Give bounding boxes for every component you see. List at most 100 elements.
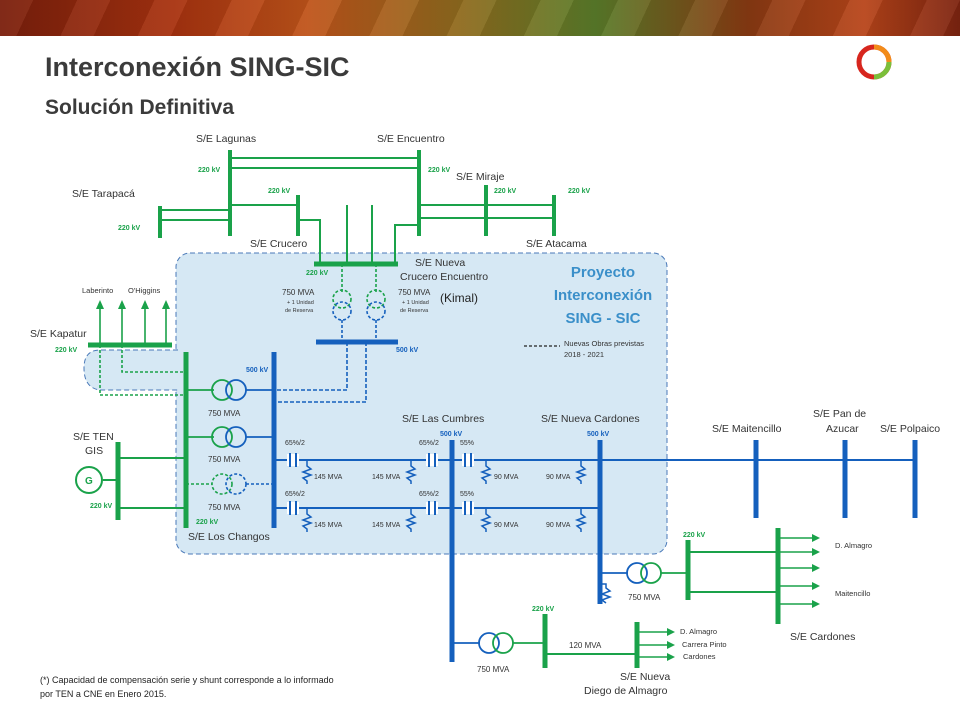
label-diego-almagro-1: S/E Nueva: [620, 671, 670, 683]
kv-label-nueva-crucero: 220 kV: [306, 270, 329, 277]
project-title-2: Interconexión: [554, 287, 652, 304]
comp-mva-7: 90 MVA: [494, 522, 519, 529]
label-nueva-crucero-1: S/E Nueva: [415, 257, 465, 269]
label-ten-gis-2: GIS: [85, 445, 103, 457]
transformer-changos-1a: [211, 379, 233, 401]
kv-label-ten-gis: 220 kV: [90, 503, 113, 510]
comp-mva-1: 145 MVA: [314, 474, 343, 481]
reactor-6: [404, 508, 418, 532]
generator-label: G: [85, 476, 93, 487]
kv-label-tarapaca: 220 kV: [118, 225, 141, 232]
kv-label-kimal-500: 500 kV: [396, 347, 419, 354]
kv-label-kapatur: 220 kV: [55, 347, 78, 354]
header-banner-texture: [0, 0, 960, 36]
mva-cardones: 750 MVA: [628, 593, 661, 602]
kv-label-changos-220: 220 kV: [196, 519, 219, 526]
project-title-1: Proyecto: [571, 264, 635, 281]
transformer-changos-3a: [211, 473, 233, 495]
mva-changos-3: 750 MVA: [208, 503, 241, 512]
kv-label-diego-almagro: 220 kV: [532, 606, 555, 613]
kv-label-cardones-500: 500 kV: [587, 431, 610, 438]
project-title-3: SING - SIC: [565, 310, 640, 327]
reactor-2: [404, 460, 418, 484]
reactor-9: [599, 583, 613, 604]
label-atacama: S/E Atacama: [526, 238, 587, 250]
branch-laberinto: Laberinto: [82, 286, 113, 295]
transformer-cardones-b: [640, 562, 662, 584]
company-logo: [856, 44, 892, 80]
transformer-almagro-a: [478, 632, 500, 654]
comp-pct-6: 55%: [460, 491, 474, 498]
kv-label-cardones: 220 kV: [683, 532, 706, 539]
label-tarapaca: S/E Tarapacá: [72, 188, 135, 200]
kapatur-project-lobe: [83, 349, 178, 391]
mva-almagro: 750 MVA: [477, 665, 510, 674]
kv-label-lagunas: 220 kV: [198, 167, 221, 174]
kv-label-atacama: 220 kV: [568, 188, 591, 195]
branch-d-almagro: D. Almagro: [680, 627, 717, 636]
label-maitencillo: S/E Maitencillo: [712, 423, 782, 435]
comp-pct-3: 55%: [460, 440, 474, 447]
branch-d-almagro-cardones: D. Almagro: [835, 541, 872, 550]
comp-pct-2: 65%/2: [419, 440, 439, 447]
comp-mva-8: 90 MVA: [546, 522, 571, 529]
reactor-4: [574, 460, 588, 484]
reactor-1: [300, 460, 314, 484]
label-los-changos: S/E Los Changos: [188, 531, 270, 543]
mva-almagro-120: 120 MVA: [569, 641, 602, 650]
comp-pct-1: 65%/2: [285, 440, 305, 447]
comp-mva-5: 145 MVA: [314, 522, 343, 529]
reserve-kimal-1a: + 1 Unidad: [287, 300, 314, 306]
label-miraje: S/E Miraje: [456, 171, 505, 183]
legend-text-2: 2018 - 2021: [564, 350, 604, 359]
header-banner: [0, 0, 960, 36]
reactor-5: [300, 508, 314, 532]
mva-kimal-2: 750 MVA: [398, 288, 431, 297]
label-polpaico: S/E Polpaico: [880, 423, 940, 435]
comp-pct-4: 65%/2: [285, 491, 305, 498]
label-kapatur: S/E Kapatur: [30, 328, 87, 340]
reactor-3: [479, 460, 493, 484]
mva-kimal-1: 750 MVA: [282, 288, 315, 297]
comp-mva-2: 145 MVA: [372, 474, 401, 481]
slide-subtitle: Solución Definitiva: [45, 96, 235, 119]
mva-changos-1: 750 MVA: [208, 409, 241, 418]
transformer-cardones-a: [626, 562, 648, 584]
label-nueva-crucero-2: Crucero Encuentro: [400, 271, 488, 283]
kv-label-changos-500: 500 kV: [246, 367, 269, 374]
kv-label-encuentro: 220 kV: [428, 167, 451, 174]
reactor-7: [479, 508, 493, 532]
label-cardones: S/E Cardones: [790, 631, 855, 643]
slide-title: Interconexión SING-SIC: [45, 52, 350, 82]
label-pan-de-azucar-1: S/E Pan de: [813, 408, 866, 420]
branch-cardones: Cardones: [683, 652, 716, 661]
reserve-kimal-2a: + 1 Unidad: [402, 300, 429, 306]
kv-label-cumbres-500: 500 kV: [440, 431, 463, 438]
project-area: [175, 252, 668, 555]
comp-mva-4: 90 MVA: [546, 474, 571, 481]
reserve-kimal-1b: de Reserva: [285, 308, 314, 314]
comp-pct-5: 65%/2: [419, 491, 439, 498]
label-nueva-cardones: S/E Nueva Cardones: [541, 413, 640, 425]
transformer-almagro-b: [492, 632, 514, 654]
footnote: (*) Capacidad de compensación serie y sh…: [40, 675, 334, 699]
legend-text-1: Nuevas Obras previstas: [564, 339, 644, 348]
generator-symbol: [75, 466, 103, 494]
reserve-kimal-2b: de Reserva: [400, 308, 429, 314]
branch-maitencillo-cardones: Maitencillo: [835, 589, 870, 598]
branch-carrera-pinto: Carrera Pinto: [682, 640, 727, 649]
label-las-cumbres: S/E Las Cumbres: [402, 413, 484, 425]
transformer-kimal-2a: [366, 289, 386, 309]
comp-mva-3: 90 MVA: [494, 474, 519, 481]
transformer-changos-2a: [211, 426, 233, 448]
transformer-kimal-2b: [366, 301, 386, 321]
label-pan-de-azucar-2: Azucar: [826, 423, 859, 435]
label-kimal: (Kimal): [440, 291, 478, 305]
label-lagunas: S/E Lagunas: [196, 133, 256, 145]
transformer-kimal-1a: [332, 289, 352, 309]
kv-label-miraje: 220 kV: [494, 188, 517, 195]
branch-ohiggins: O'Higgins: [128, 286, 161, 295]
label-crucero: S/E Crucero: [250, 238, 307, 250]
kv-label-crucero: 220 kV: [268, 188, 291, 195]
